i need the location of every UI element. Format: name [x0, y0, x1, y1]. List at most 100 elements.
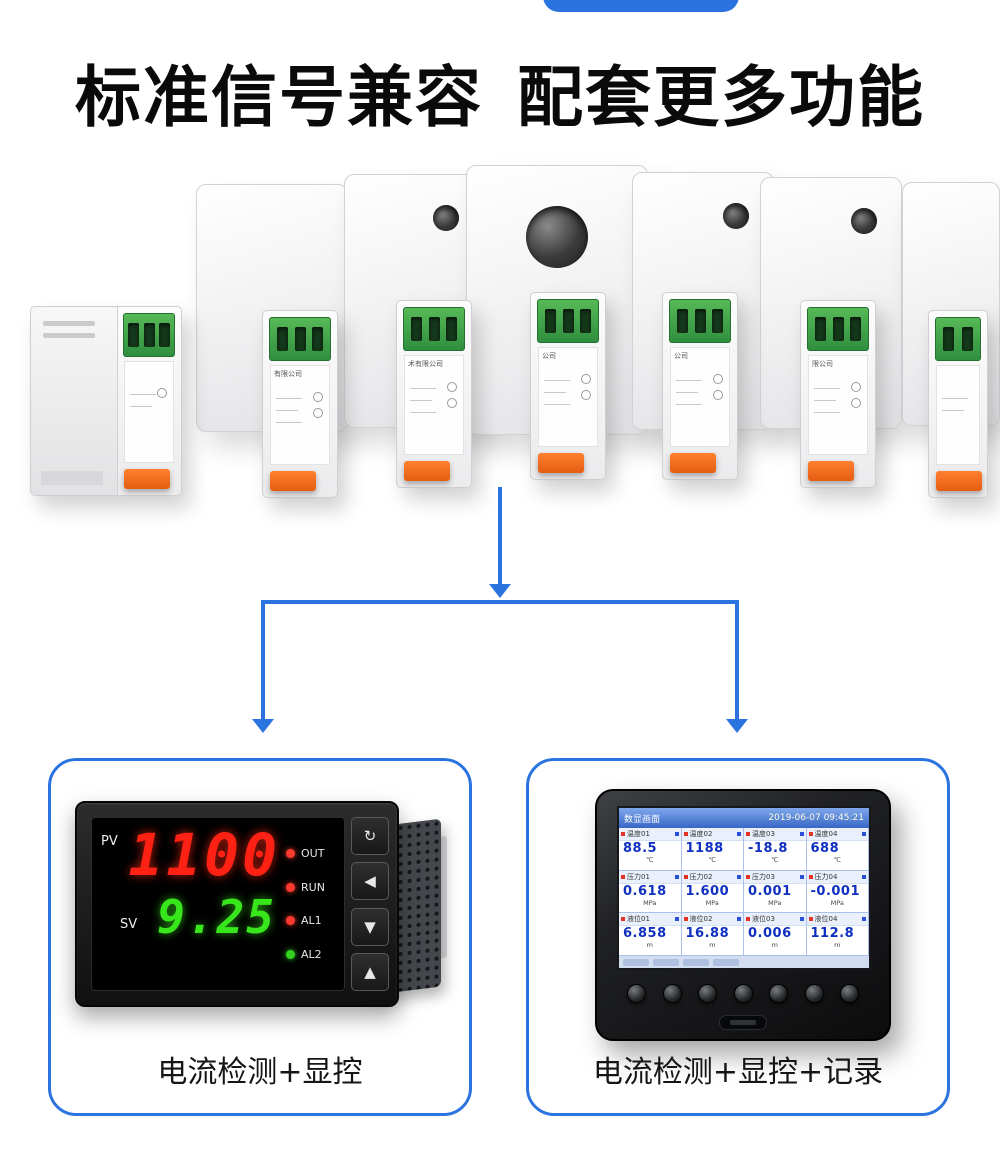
usb-port	[719, 1015, 767, 1030]
din-clip	[936, 471, 982, 491]
label-line	[942, 398, 968, 399]
din-rail-transmitter: 公司	[662, 292, 738, 480]
channel-value: 0.618	[623, 883, 667, 899]
module-label: 限公司	[808, 355, 868, 455]
indicator-label: RUN	[301, 880, 325, 894]
terminal-slot	[850, 317, 862, 341]
indicator-run: RUN	[286, 881, 344, 894]
din-rail-transmitter: 公司	[530, 292, 606, 480]
indicator-al1: AL1	[286, 914, 344, 927]
product-photo: 有限公司 术有限公司	[0, 160, 1000, 498]
channel-cell: 液位04 112.8 m	[806, 913, 869, 956]
channel-value: 1188	[685, 841, 724, 856]
label-line	[276, 410, 298, 411]
terminal-slot	[428, 317, 440, 341]
arrow-line	[261, 600, 265, 720]
channel-icon	[799, 874, 804, 879]
label-line	[814, 400, 836, 401]
channel-icon	[683, 832, 688, 836]
paperless-recorder: 数显画面 2019-06-07 09:45:21 温度01 88.5 ℃	[595, 789, 891, 1041]
module-label-text: 公司	[674, 352, 688, 360]
terminal-slot	[128, 323, 140, 347]
arrow-line	[498, 487, 502, 585]
label-line	[676, 404, 702, 405]
channel-header: 液位01	[619, 913, 681, 927]
channel-unit: ℃	[771, 855, 779, 864]
channel-cell: 温度03 -18.8 ℃	[744, 828, 807, 871]
recorder-button	[662, 984, 682, 1003]
din-clip	[808, 461, 854, 481]
cycle-icon: ↻	[363, 827, 377, 845]
label-line	[814, 388, 840, 389]
channel-header: 压力01	[619, 870, 681, 884]
card-caption: 电流检测+显控	[157, 1055, 363, 1090]
channel-name: 压力02	[689, 872, 713, 881]
din-clip	[404, 461, 450, 481]
screen-softkey	[653, 958, 679, 966]
terminal-slot	[294, 327, 306, 351]
channel-value: -0.001	[810, 883, 861, 899]
meter-button-up: ▲	[351, 952, 389, 991]
screen-title: 数显画面	[624, 814, 661, 825]
meter-display: PV 1100 SV 9.25 OUT	[91, 817, 345, 991]
terminal-ring	[313, 392, 323, 402]
screen-bottom-bar	[619, 956, 869, 968]
terminal-ring	[713, 390, 723, 400]
terminal-slot	[712, 309, 724, 333]
module-label	[124, 361, 174, 463]
din-clip	[538, 453, 584, 473]
label-line	[544, 392, 566, 393]
terminal-block	[403, 307, 465, 351]
terminal-slot	[814, 317, 826, 341]
channel-icon	[737, 874, 741, 879]
terminal-slot	[158, 323, 170, 347]
terminal-ring	[713, 374, 723, 384]
terminal-block	[537, 299, 599, 343]
channel-value: 1.600	[685, 883, 730, 899]
channel-icon	[746, 874, 750, 879]
terminal-slot	[580, 309, 592, 333]
channel-grid: 温度01 88.5 ℃ 温度02 1188 ℃	[619, 828, 869, 956]
channel-value: 0.006	[748, 926, 792, 942]
channel-header: 温度03	[744, 828, 806, 841]
terminal-slot	[276, 327, 288, 351]
terminal-block	[807, 307, 869, 351]
channel-icon	[621, 874, 625, 879]
channel-value: 112.8	[810, 926, 855, 942]
channel-name: 压力01	[627, 872, 650, 881]
label-line	[544, 404, 570, 405]
led-icon	[286, 950, 295, 960]
meter-bezel: PV 1100 SV 9.25 OUT	[75, 801, 399, 1007]
channel-icon	[799, 832, 804, 836]
channel-cell: 温度04 688 ℃	[806, 828, 869, 871]
terminal-slot	[410, 317, 422, 341]
channel-header: 压力04	[806, 870, 868, 884]
terminal-slot	[143, 323, 155, 347]
terminal-slot	[676, 309, 688, 333]
module-label: 有限公司	[270, 365, 330, 465]
channel-unit: MPa	[830, 898, 844, 907]
channel-header: 温度02	[681, 828, 743, 841]
module-label-text: 术有限公司	[408, 360, 443, 368]
arrow-head-icon	[726, 719, 748, 733]
heading-part1: 标准信号兼容	[75, 59, 483, 136]
din-clip	[124, 469, 170, 489]
channel-icon	[621, 917, 625, 922]
channel-name: 液位03	[752, 915, 775, 924]
indicator-out: OUT	[286, 847, 344, 860]
channel-unit: ℃	[833, 855, 841, 864]
channel-unit: MPa	[705, 898, 719, 907]
channel-name: 压力03	[752, 872, 775, 881]
channel-name: 液位01	[627, 915, 650, 924]
terminal-ring	[581, 374, 591, 384]
channel-unit: MPa	[643, 898, 657, 907]
module-label: 公司	[538, 347, 598, 447]
label-line	[814, 412, 840, 413]
indicator-label: AL2	[301, 948, 322, 962]
terminal-slot	[312, 327, 324, 351]
meter-digits-area: PV 1100 SV 9.25	[92, 818, 284, 990]
channel-icon	[674, 917, 679, 922]
channel-unit: m	[771, 941, 778, 950]
recorder-button	[769, 984, 788, 1003]
